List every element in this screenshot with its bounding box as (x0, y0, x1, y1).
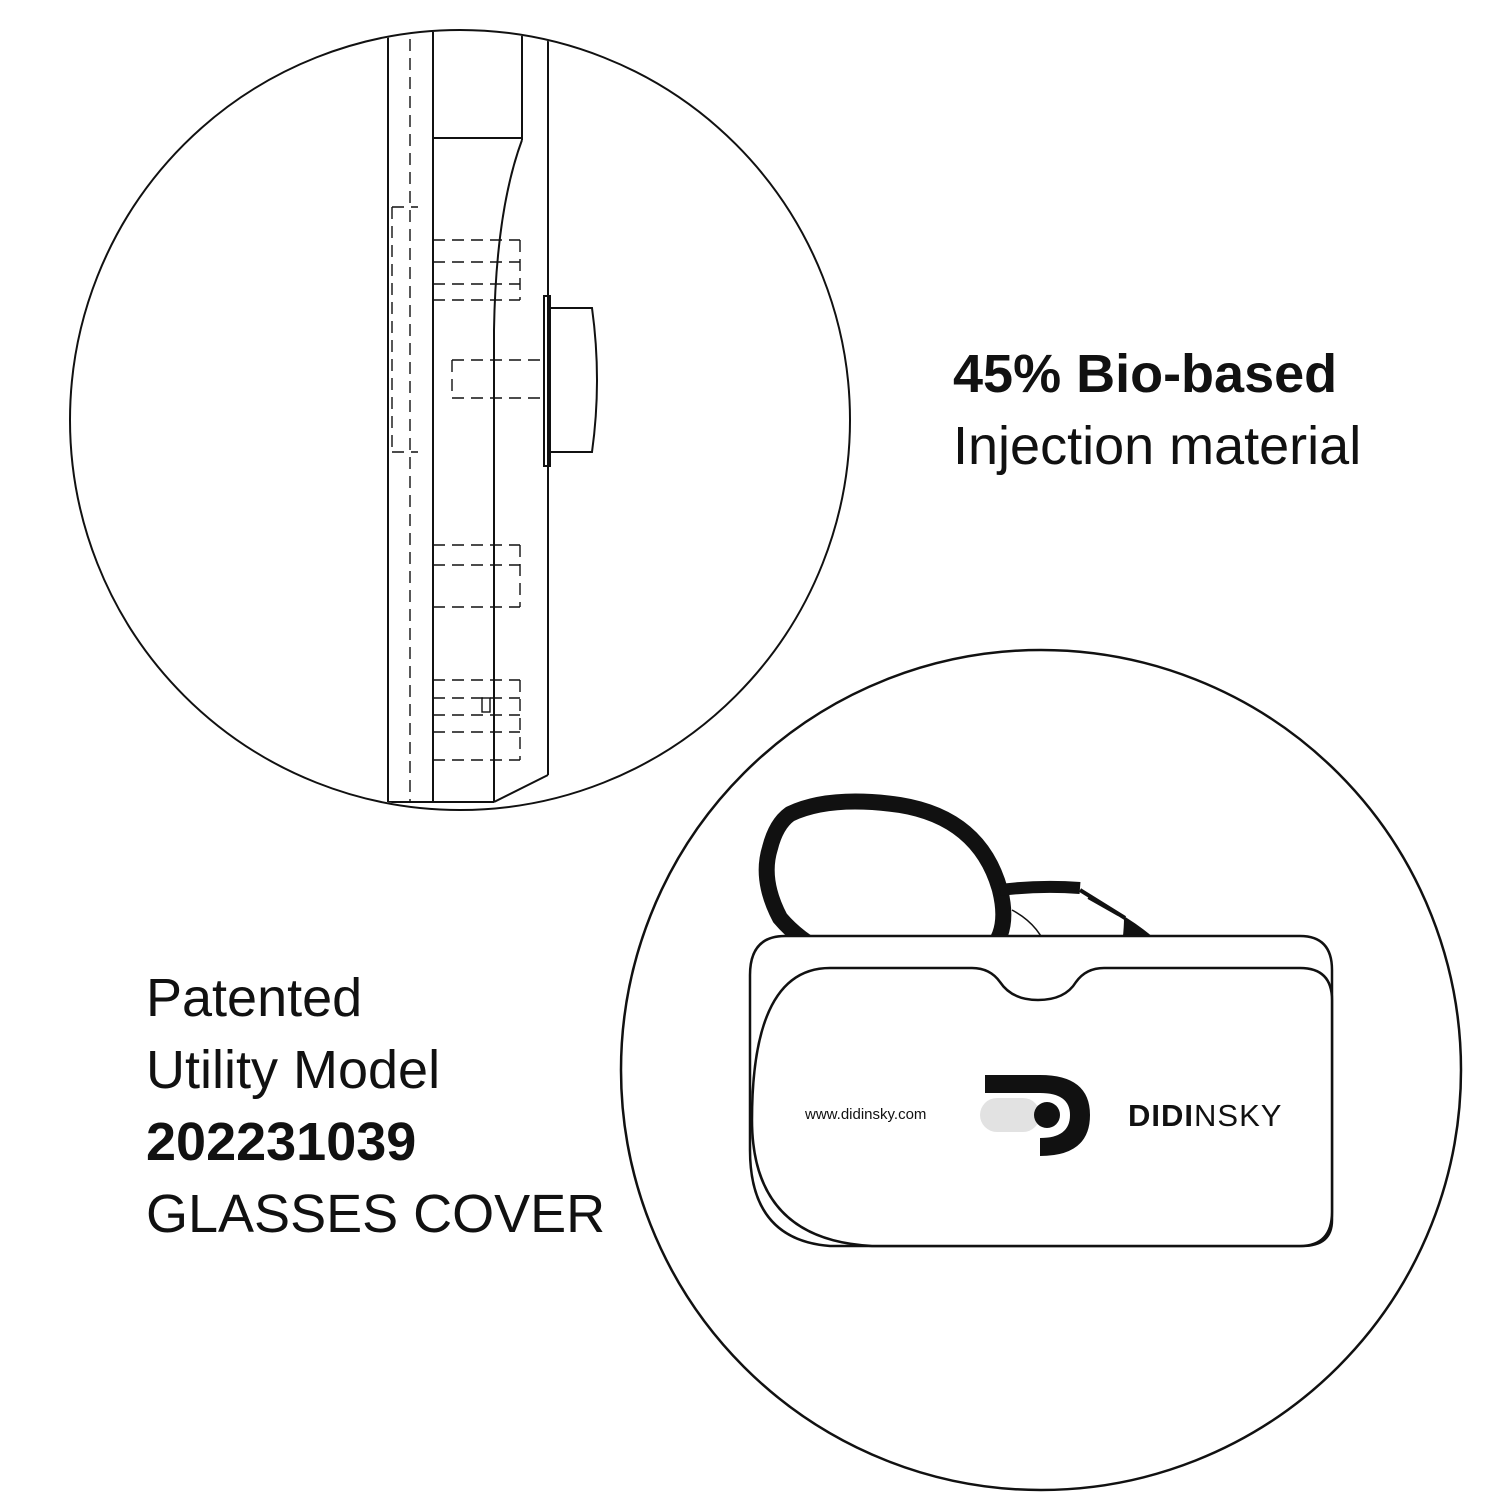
material-text: 45% Bio-based Injection material (953, 338, 1361, 482)
patent-line-4: GLASSES COVER (146, 1184, 606, 1244)
cross-section-detail (69, 29, 851, 811)
patent-line-2: Utility Model (146, 1040, 441, 1100)
case-logo (980, 1075, 1090, 1156)
patent-line-1: Patented (146, 968, 363, 1028)
material-headline: 45% Bio-based (953, 344, 1338, 404)
patent-number: 202231039 (146, 1112, 417, 1172)
patent-text: Patented Utility Model 202231039 GLASSES… (146, 962, 605, 1250)
detail-circle-top (69, 29, 851, 811)
material-subline: Injection material (953, 416, 1362, 476)
brand-bold-part: DIDI (1128, 1098, 1194, 1133)
brand-light-part: NSKY (1194, 1098, 1283, 1133)
detail-circle-bottom (619, 648, 1463, 1492)
case-url: www.didinsky.com (805, 1106, 927, 1123)
case-detail (619, 648, 1463, 1492)
case-brand: DIDINSKY (1128, 1098, 1282, 1134)
